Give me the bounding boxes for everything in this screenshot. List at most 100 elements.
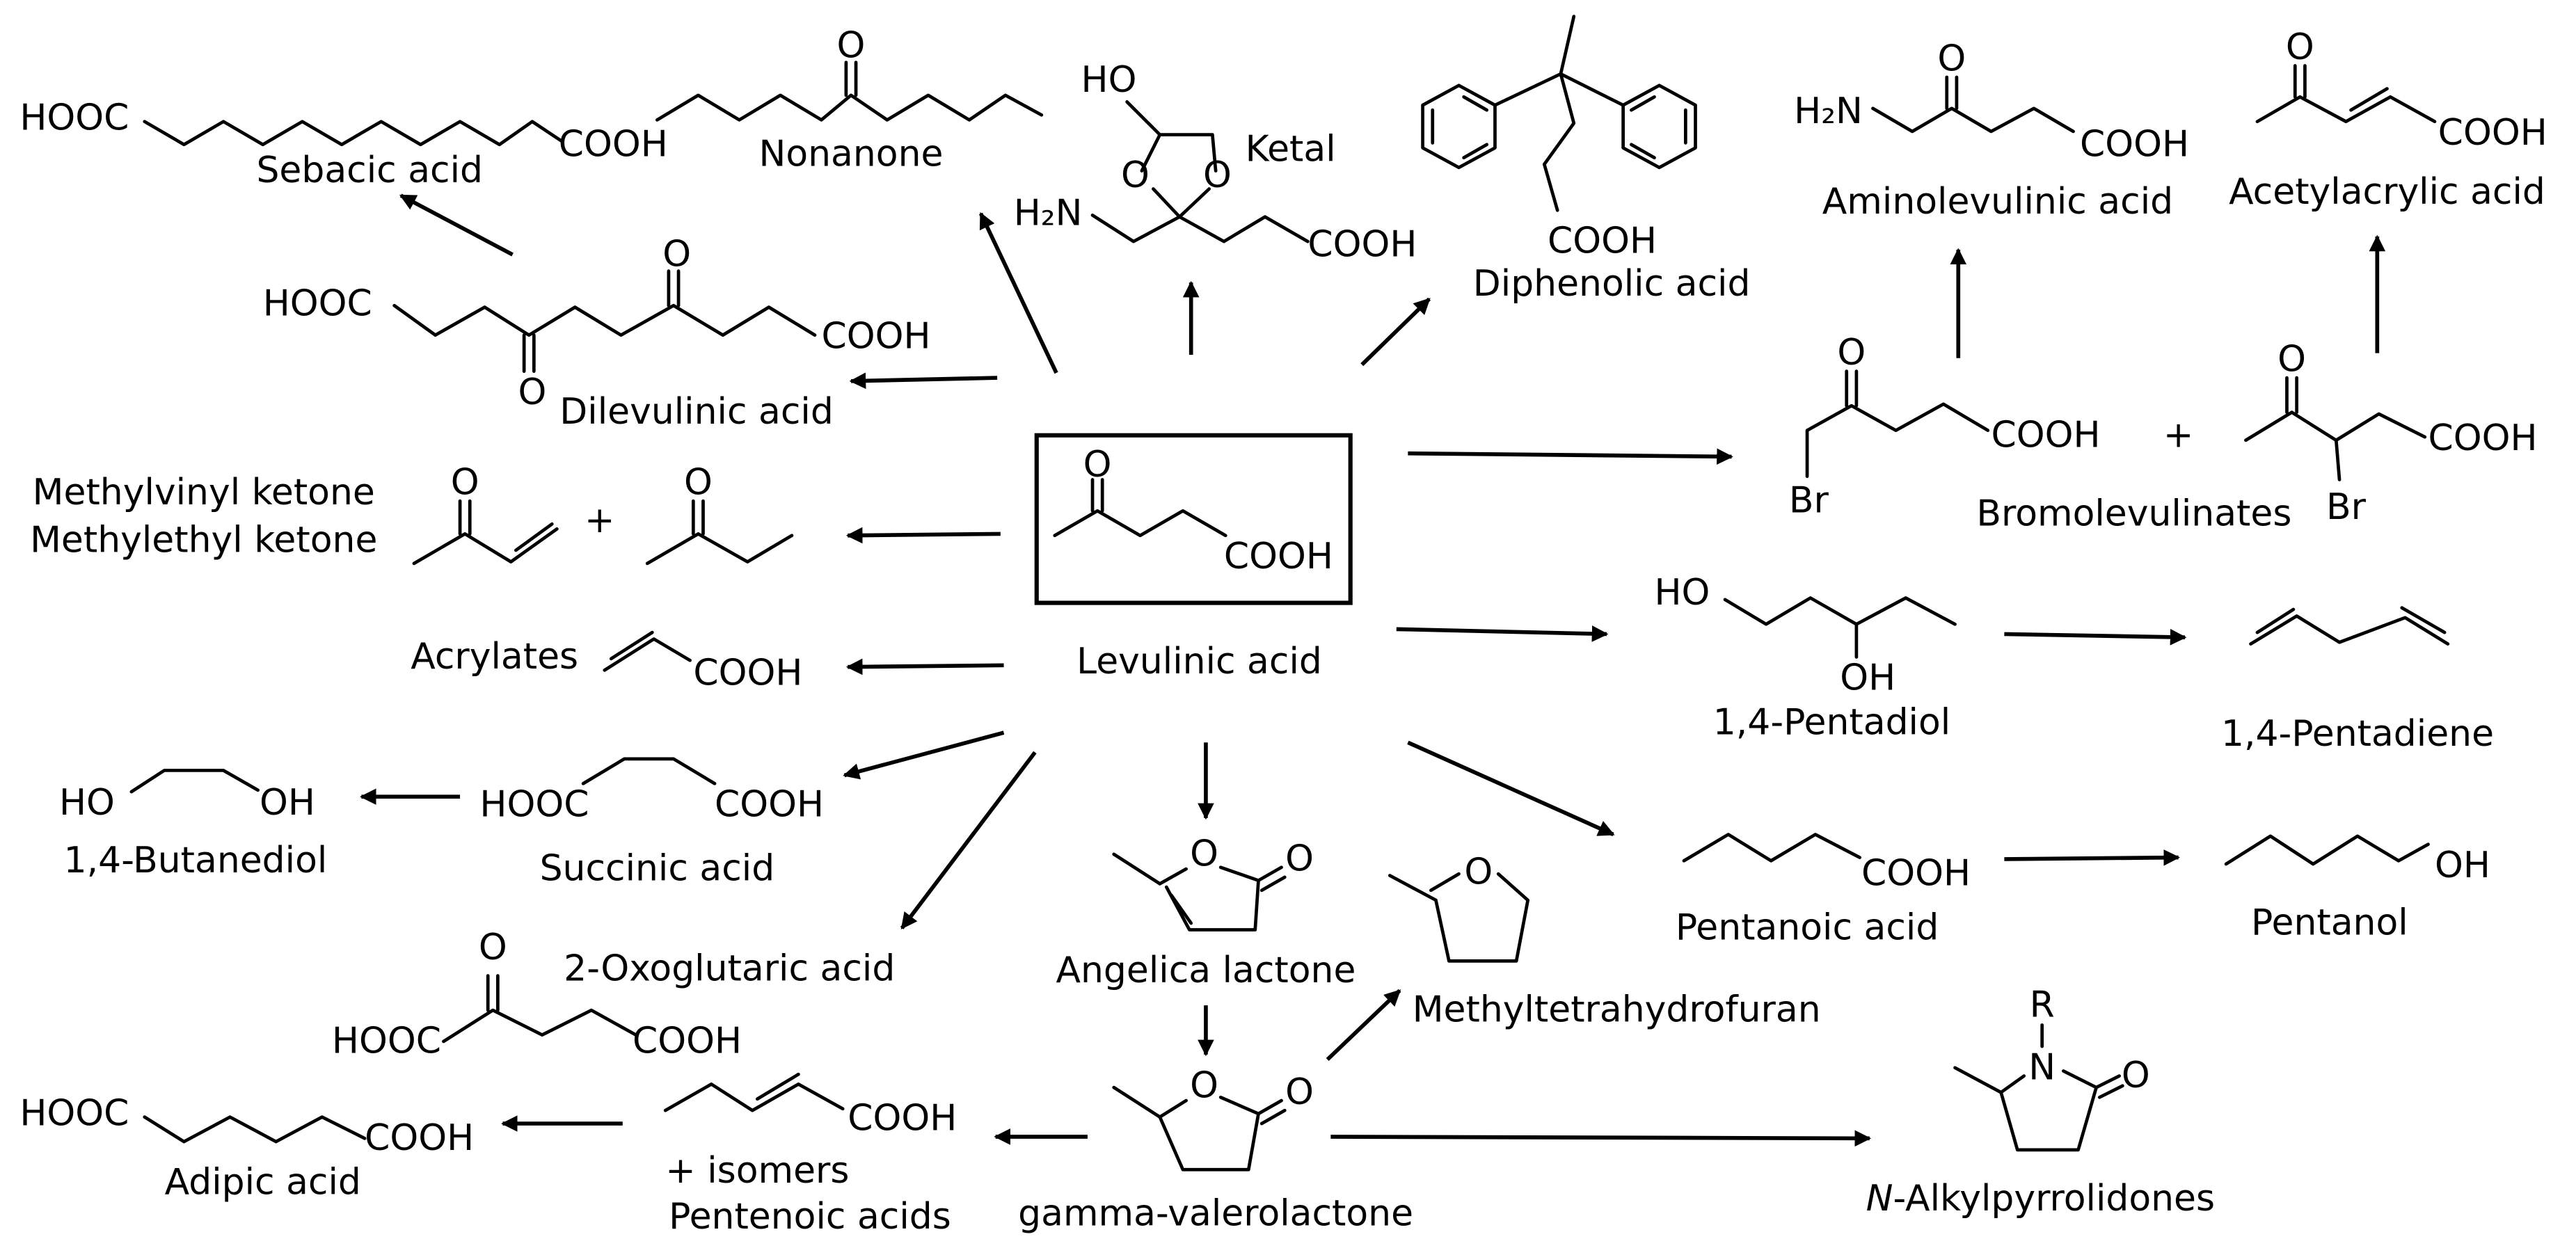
arrow-to-pentadiol (1396, 625, 1609, 642)
pentanoic-acid: COOH Pentanoic acid (1676, 833, 1971, 949)
aminolevulinic-label: Aminolevulinic acid (1822, 181, 2173, 223)
levulinic-acid-o: O (1083, 444, 1112, 486)
pyrrolidone-r: R (2030, 984, 2055, 1026)
pentanol: OH Pentanol (2224, 834, 2490, 944)
pyrrolidone-label: N-Alkylpyrrolidones (1866, 1178, 2215, 1220)
acrylates-skeleton (603, 637, 692, 672)
oxoglutaric-hooc: HOOC (332, 1021, 441, 1062)
nonanone-o: O (837, 25, 866, 67)
acetylacrylic-o: O (2286, 26, 2314, 68)
arrow-to-acrylates (845, 658, 1004, 676)
diphenolic-acid: COOH Diphenolic acid (1421, 15, 1751, 305)
bromo-1-carbonyl (1845, 369, 1859, 408)
dilevulinic-carbonyl-1 (522, 333, 536, 374)
aminolevulinic-h2n: H₂N (1794, 90, 1863, 132)
acetylacrylic-acid: O COOH Acetylacrylic acid (2229, 26, 2547, 213)
acrylates-double (609, 630, 654, 661)
pentenoic-label: Pentenoic acids (669, 1196, 951, 1238)
arrow-to-dilevulinic (849, 372, 998, 390)
pentenoic-skeleton (663, 1082, 845, 1112)
bromo-2-o: O (2277, 339, 2306, 381)
pentadiene-label: 1,4-Pentadiene (2221, 713, 2494, 755)
bromo-2-br: Br (2326, 486, 2367, 528)
arrow-to-bromolevulinates (1408, 448, 1733, 465)
angelica-ring (1158, 865, 1260, 932)
aminolevulinic-acid: H₂N O COOH Aminolevulinic acid (1794, 38, 2189, 223)
angelica-lactone: O O Angelica lactone (1056, 833, 1355, 991)
dilevulinic-carbonyl-2 (667, 269, 681, 307)
dilevulinic-acid: HOOC O O COOH Dilevulinic acid (263, 234, 931, 433)
sebacic-acid: HOOC COOH Sebacic acid (19, 97, 667, 192)
bromo-1-cooh: COOH (1991, 414, 2100, 456)
adipic-label: Adipic acid (165, 1162, 361, 1204)
arrow-to-oxoglutaric (900, 751, 1037, 929)
mthf-o: O (1464, 851, 1493, 893)
levulinic-acid-box (1034, 433, 1353, 605)
mvk-skeleton (412, 527, 559, 566)
arrow-to-pentanoic (1407, 740, 1615, 837)
nonanone-carbonyl (844, 61, 858, 97)
pyrrolidone-label-rest: -Alkylpyrrolidones (1893, 1178, 2215, 1220)
arrow-to-succinic (843, 730, 1005, 780)
mthf: O Methyltetrahydrofuran (1388, 851, 1821, 1031)
nonanone: O Nonanone (655, 25, 1044, 175)
ketal: HO O O H₂N COOH Ketal (1014, 59, 1417, 265)
succinic-hooc: HOOC (479, 784, 589, 826)
diphenolic-label: Diphenolic acid (1473, 263, 1751, 305)
oxoglutaric-acid: 2-Oxoglutaric acid HOOC O COOH (332, 927, 895, 1062)
adipic-acid: HOOC COOH Adipic acid (19, 1092, 474, 1203)
angelica-methyl (1112, 852, 1162, 886)
mvk-plus: + (585, 499, 615, 541)
arrow-to-sebacic (399, 193, 514, 257)
methylvinyl-label: Methylvinyl ketone (33, 472, 375, 513)
pentanoic-label: Pentanoic acid (1676, 907, 1939, 949)
gvl-o-ring: O (1190, 1064, 1218, 1106)
angelica-ring-double (1170, 893, 1193, 925)
bromo-plus: + (2163, 414, 2194, 456)
ketal-o2: O (1203, 154, 1232, 196)
adipic-cooh: COOH (365, 1117, 474, 1159)
dilevulinic-hooc: HOOC (263, 282, 372, 324)
butanediol-ho: HO (59, 782, 115, 824)
aminolevulinic-cooh: COOH (2080, 123, 2189, 165)
pentadiol: HO OH 1,4-Pentadiol (1654, 572, 1957, 743)
adipic-hooc: HOOC (19, 1092, 129, 1134)
levulinic-acid: O COOH Levulinic acid (1034, 433, 1353, 682)
arrow-to-diphenolic (1360, 297, 1431, 367)
mek-skeleton (645, 532, 794, 566)
diphenolic-phenyl-1-inner (1431, 95, 1489, 160)
gvl-o-carbonyl: O (1285, 1071, 1314, 1113)
acrylates-cooh: COOH (693, 653, 802, 694)
pentadiol-label: 1,4-Pentadiol (1713, 701, 1950, 743)
levulinic-acid-cooh: COOH (1224, 536, 1333, 577)
arrow-to-pyrrolidones (1330, 1130, 1872, 1147)
pentadiene-double (2255, 606, 2447, 634)
succinic-cooh: COOH (715, 784, 824, 826)
ketal-label: Ketal (1246, 128, 1336, 170)
pentanoic-cooh: COOH (1861, 853, 1971, 895)
acetylacrylic-skeleton (2255, 95, 2437, 124)
n-alkylpyrrolidones: R N O N-Alkylpyrrolidones (1866, 984, 2215, 1220)
bromolevulinates: O Br COOH + O Br COOH Bromolevulinates (1789, 332, 2538, 534)
pyrrolidone-n: N (2028, 1046, 2056, 1088)
bromo-1-o: O (1837, 332, 1866, 374)
pyrrolidone-ring (1999, 1069, 2098, 1152)
diphenolic-phenyl-2-inner (1630, 95, 1687, 160)
bromo-2-cooh: COOH (2428, 417, 2538, 459)
ketal-chains (1090, 213, 1310, 243)
sebacic-cooh: COOH (559, 123, 668, 165)
butanediol-label: 1,4-Butanediol (64, 840, 328, 881)
ketal-o1: O (1121, 154, 1150, 196)
bromo-2-carbonyl (2285, 376, 2298, 415)
oxoglutaric-label: 2-Oxoglutaric acid (564, 948, 895, 990)
arrow-to-mvk (845, 527, 1001, 544)
oxoglutaric-o: O (479, 927, 507, 968)
pentanol-oh: OH (2435, 845, 2490, 886)
nonanone-label: Nonanone (759, 133, 944, 175)
pentadiol-oh: OH (1840, 657, 1895, 699)
levulinic-acid-carbonyl (1090, 478, 1104, 513)
gvl-carbonyl (1257, 1098, 1287, 1126)
methylethyl-label: Methylethyl ketone (30, 519, 377, 561)
pentadiene-skeleton (2249, 614, 2450, 646)
oxoglutaric-skeleton (442, 1008, 638, 1044)
